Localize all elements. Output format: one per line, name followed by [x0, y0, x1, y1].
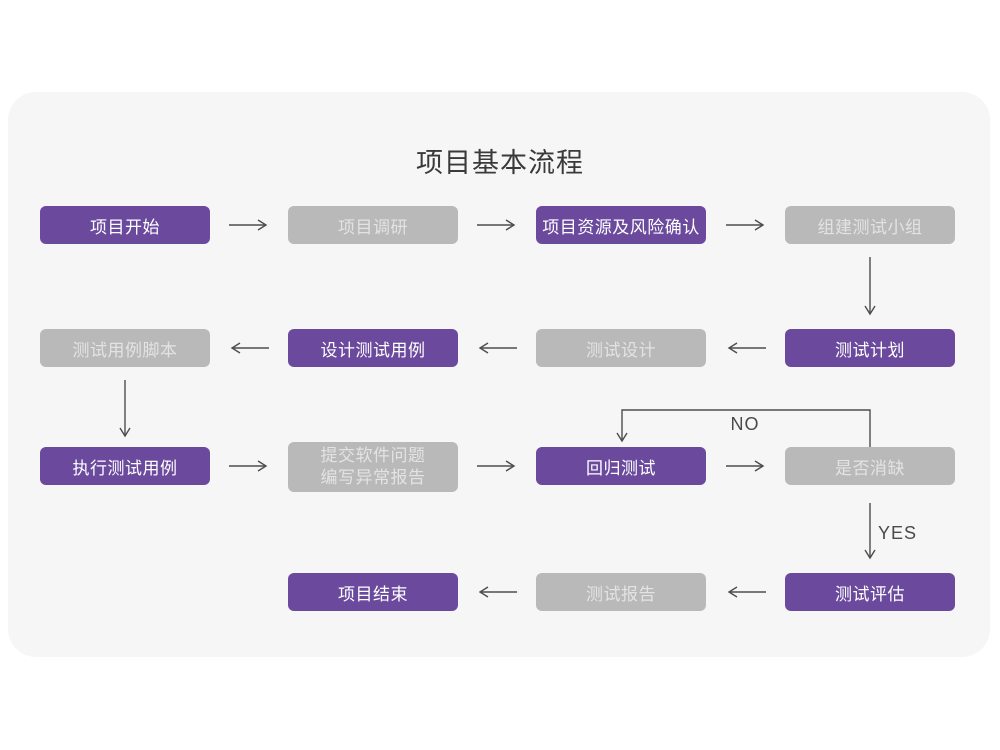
branch-label-yes: YES	[878, 523, 918, 543]
flow-node-test-case-script: 测试用例脚本	[40, 329, 210, 367]
flow-node-project-end: 项目结束	[288, 573, 458, 611]
branch-label-no: NO	[730, 414, 760, 434]
flow-node-project-start: 项目开始	[40, 206, 210, 244]
flow-node-resource-risk-confirm: 项目资源及风险确认	[536, 206, 706, 244]
flow-node-submit-issue-report-line2: 编写异常报告	[320, 468, 426, 487]
flowchart-card-background	[8, 92, 990, 657]
flow-node-execute-test-cases: 执行测试用例	[40, 447, 210, 485]
flow-node-regression-test: 回归测试	[536, 447, 706, 485]
diagram-title: 项目基本流程	[416, 148, 584, 178]
flow-node-submit-issue-report: 提交软件问题 编写异常报告	[288, 442, 458, 492]
flow-node-test-report: 测试报告	[536, 573, 706, 611]
flow-node-design-test-cases: 设计测试用例	[288, 329, 458, 367]
flow-node-project-research: 项目调研	[288, 206, 458, 244]
flow-node-build-test-team: 组建测试小组	[785, 206, 955, 244]
flow-node-defect-cleared-decision: 是否消缺	[785, 447, 955, 485]
flow-node-test-plan: 测试计划	[785, 329, 955, 367]
flow-node-test-evaluation: 测试评估	[785, 573, 955, 611]
flow-node-submit-issue-report-line1: 提交软件问题	[320, 446, 426, 465]
flow-node-test-design: 测试设计	[536, 329, 706, 367]
